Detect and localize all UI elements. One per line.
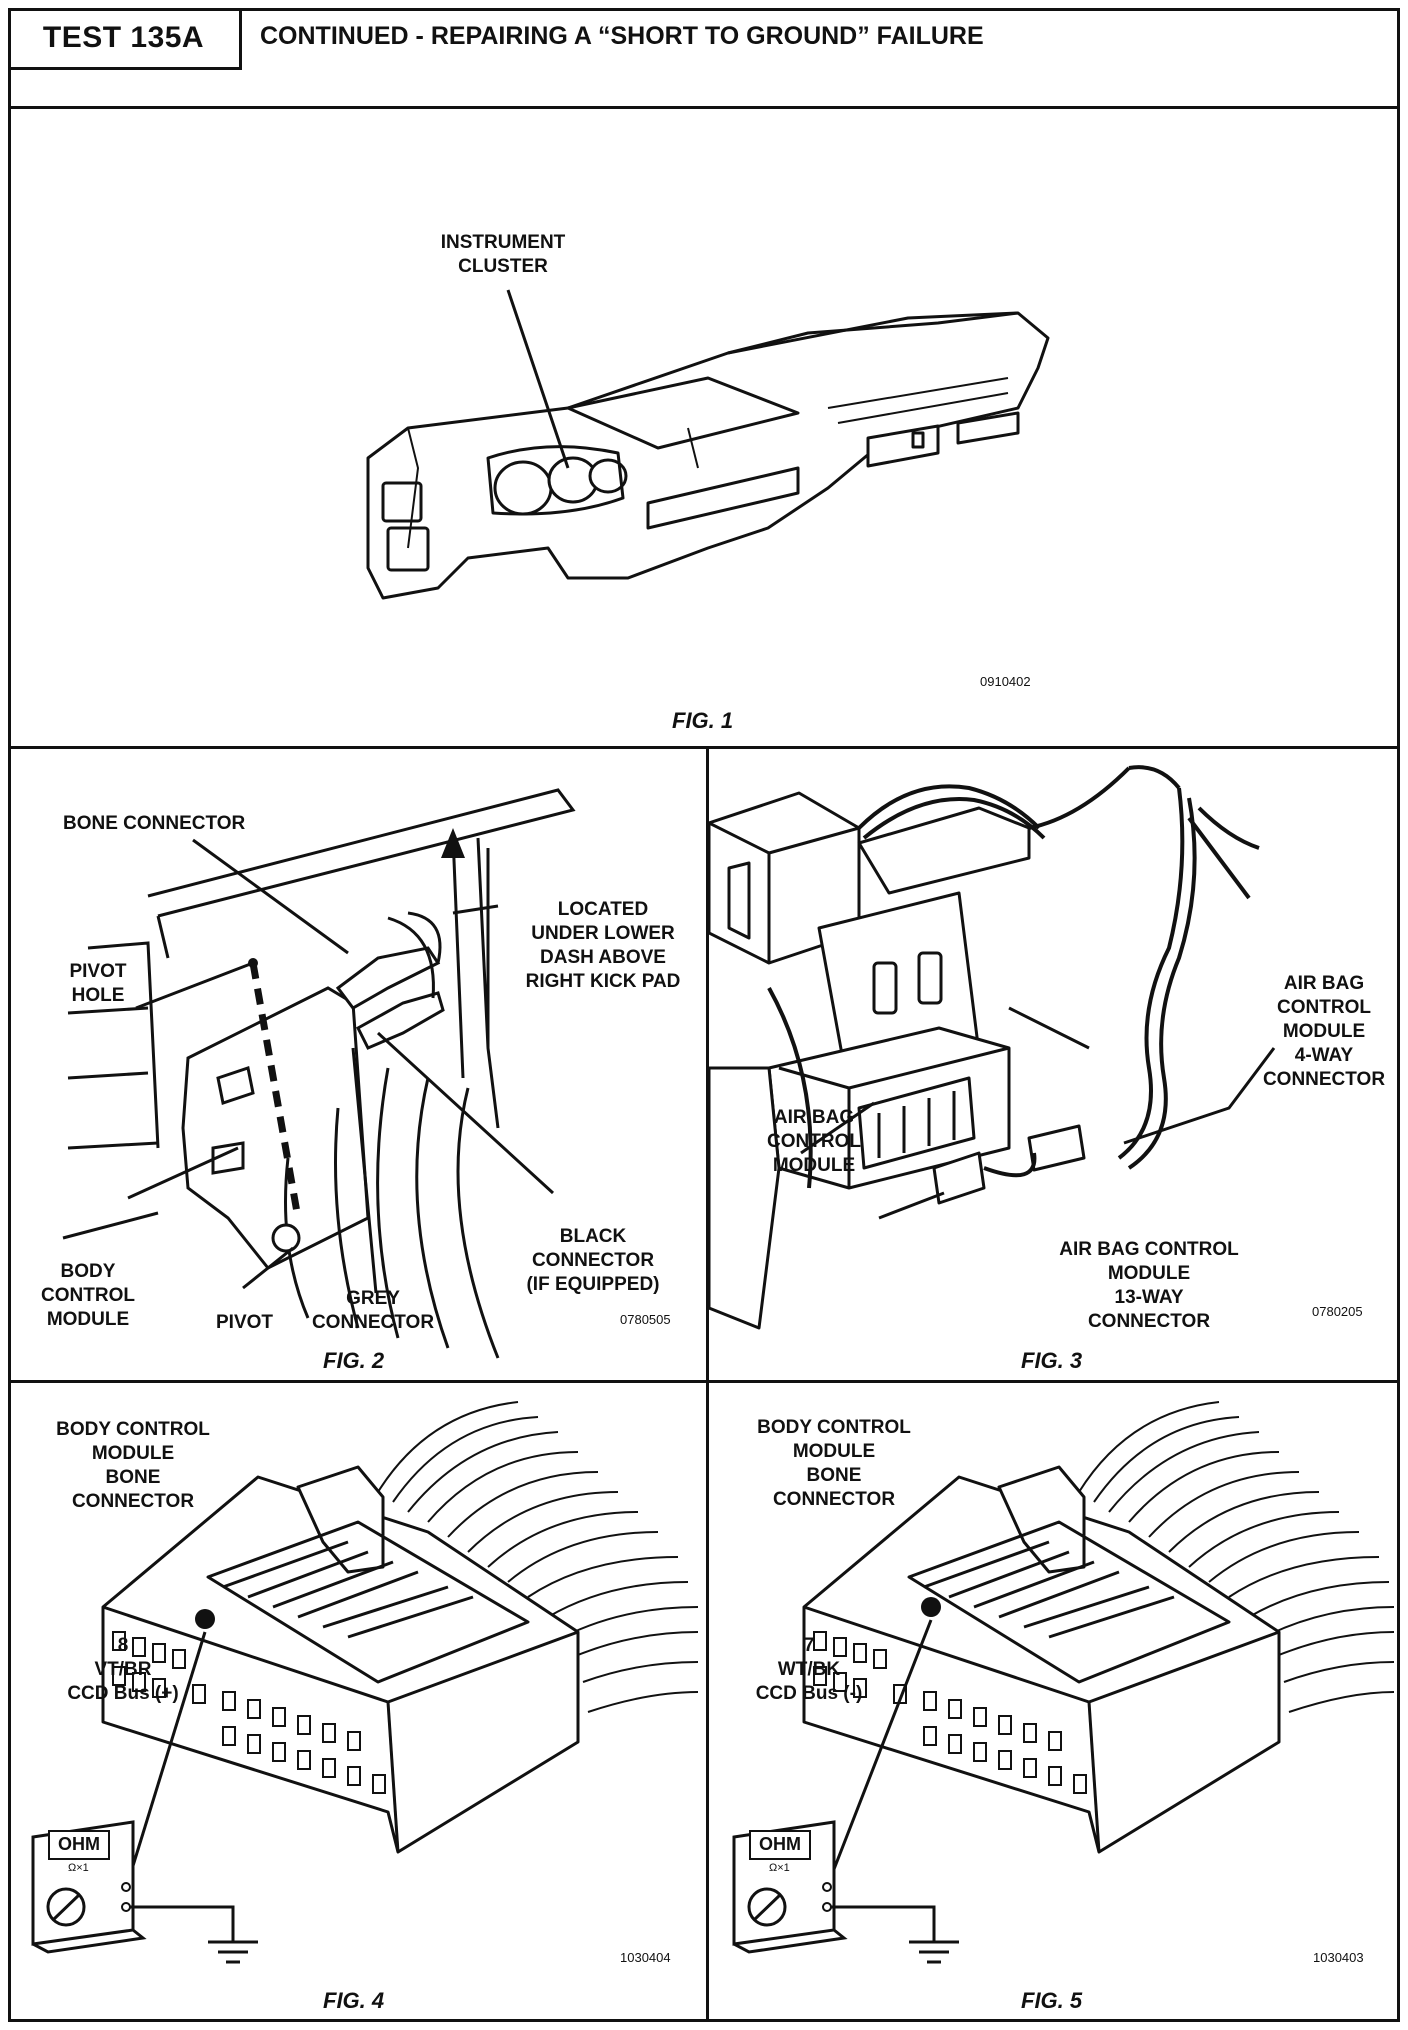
air-bag-module-drawing <box>709 765 1276 1330</box>
body-control-module-drawing <box>62 788 576 1359</box>
label-line: CONNECTOR <box>1087 1311 1211 1332</box>
bone-connector-label: BONE CONNECTOR <box>63 813 246 834</box>
wire-color: WT/BK <box>777 1659 841 1680</box>
air-bag-4-way-connector-label: AIR BAG CONTROL MODULE 4-WAY CONNECTOR <box>1249 972 1399 1092</box>
label-line: BODY CONTROL <box>56 1419 210 1440</box>
pin-number: 8 <box>117 1635 129 1656</box>
ohmmeter-range: Ω×1 <box>68 1862 89 1874</box>
pin-number: 7 <box>803 1635 815 1656</box>
label-line: CONTROL <box>41 1285 135 1306</box>
body-control-module-label: BODY CONTROL MODULE <box>33 1260 143 1332</box>
label-line: CONTROL <box>1277 997 1371 1018</box>
label-line: RIGHT KICK PAD <box>525 971 681 992</box>
fig4-connector-title: BODY CONTROL MODULE BONE CONNECTOR <box>48 1418 218 1514</box>
figure-caption: FIG. 1 <box>672 708 734 733</box>
label-line: INSTRUMENT <box>440 232 566 253</box>
label-line: UNDER LOWER <box>531 923 675 944</box>
figure-code: 0780505 <box>620 1312 671 1327</box>
label-line: MODULE <box>792 1441 876 1462</box>
fig2-panel: BONE CONNECTOR PIVOT HOLE LOCATED UNDER … <box>8 748 706 1380</box>
fig1-panel: INSTRUMENT CLUSTER 0910402 FIG. 1 <box>8 108 1400 746</box>
signal-name: CCD Bus (+) <box>67 1683 179 1704</box>
figure-code: 0780205 <box>1312 1304 1363 1319</box>
ohmmeter-range: Ω×1 <box>769 1862 790 1874</box>
figure-caption: FIG. 3 <box>1021 1348 1083 1373</box>
test-id: TEST 135A <box>8 8 242 70</box>
label-line: PIVOT <box>69 961 127 982</box>
column-divider <box>706 746 709 2022</box>
label-line: CONNECTOR <box>311 1312 435 1333</box>
label-line: MODULE <box>772 1155 856 1176</box>
figure-code: 1030403 <box>1313 1950 1364 1965</box>
label-line: CONNECTOR <box>531 1250 655 1271</box>
divider <box>8 106 1400 109</box>
label-line: BLACK <box>559 1226 627 1247</box>
ohmmeter-display: OHM <box>48 1830 110 1860</box>
page-title: CONTINUED - REPAIRING A “SHORT TO GROUND… <box>260 22 984 50</box>
label-line: AIR BAG CONTROL <box>1059 1239 1239 1260</box>
air-bag-control-module-label: AIR BAG CONTROL MODULE <box>759 1106 869 1178</box>
label-line: MODULE <box>1107 1263 1191 1284</box>
figure-caption: FIG. 5 <box>1021 1988 1083 2013</box>
fig5-connector-title: BODY CONTROL MODULE BONE CONNECTOR <box>749 1416 919 1512</box>
fig4-panel: BODY CONTROL MODULE BONE CONNECTOR 8 VT/… <box>8 1382 706 2022</box>
label-line: CONTROL <box>767 1131 861 1152</box>
label-line: (IF EQUIPPED) <box>526 1274 660 1295</box>
label-line: CONNECTOR <box>1262 1069 1386 1090</box>
figure-code: 0910402 <box>980 674 1031 689</box>
air-bag-13-way-connector-label: AIR BAG CONTROL MODULE 13-WAY CONNECTOR <box>1049 1238 1249 1334</box>
label-line: LOCATED <box>557 899 649 920</box>
label-line: AIR BAG <box>773 1107 855 1128</box>
label-line: 13-WAY <box>1114 1287 1184 1308</box>
header: TEST 135A CONTINUED - REPAIRING A “SHORT… <box>8 8 1400 108</box>
figure-code: 1030404 <box>620 1950 671 1965</box>
pin-callout: 8 VT/BR CCD Bus (+) <box>53 1634 193 1706</box>
black-connector-label: BLACK CONNECTOR (IF EQUIPPED) <box>508 1225 678 1297</box>
label-line: BODY CONTROL <box>757 1417 911 1438</box>
page-frame <box>8 8 1400 2022</box>
label-line: 4-WAY <box>1294 1045 1354 1066</box>
instrument-cluster-label: INSTRUMENT CLUSTER <box>423 231 583 279</box>
label-line: AIR BAG <box>1283 973 1365 994</box>
figure-caption: FIG. 4 <box>323 1988 385 2013</box>
pivot-label: PIVOT <box>216 1312 274 1333</box>
divider <box>8 1380 1400 1383</box>
grey-connector-label: GREY CONNECTOR <box>308 1287 438 1335</box>
label-line: BODY <box>60 1261 116 1282</box>
label-line: CONNECTOR <box>772 1489 896 1510</box>
label-line: DASH ABOVE <box>540 947 666 968</box>
fig5-panel: BODY CONTROL MODULE BONE CONNECTOR 7 WT/… <box>709 1382 1400 2022</box>
divider <box>8 746 1400 749</box>
fig3-panel: AIR BAG CONTROL MODULE 4-WAY CONNECTOR A… <box>709 748 1400 1380</box>
location-note-label: LOCATED UNDER LOWER DASH ABOVE RIGHT KIC… <box>503 898 703 994</box>
wire-color: VT/BR <box>94 1659 152 1680</box>
ohmmeter-display: OHM <box>749 1830 811 1860</box>
label-line: MODULE <box>91 1443 175 1464</box>
label-line: CONNECTOR <box>71 1491 195 1512</box>
pivot-hole-label: PIVOT HOLE <box>53 960 143 1008</box>
instrument-panel-drawing <box>366 289 1050 600</box>
signal-name: CCD Bus (-) <box>755 1683 863 1704</box>
label-line: HOLE <box>71 985 125 1006</box>
bone-connector-probe-drawing <box>31 1401 699 1964</box>
label-line: MODULE <box>1282 1021 1366 1042</box>
label-line: BONE <box>806 1465 862 1486</box>
label-line: CLUSTER <box>458 256 548 277</box>
label-line: BONE <box>105 1467 161 1488</box>
pin-callout: 7 WT/BK CCD Bus (-) <box>739 1634 879 1706</box>
label-line: MODULE <box>46 1309 130 1330</box>
figure-caption: FIG. 2 <box>323 1348 385 1373</box>
label-line: GREY <box>346 1288 400 1309</box>
